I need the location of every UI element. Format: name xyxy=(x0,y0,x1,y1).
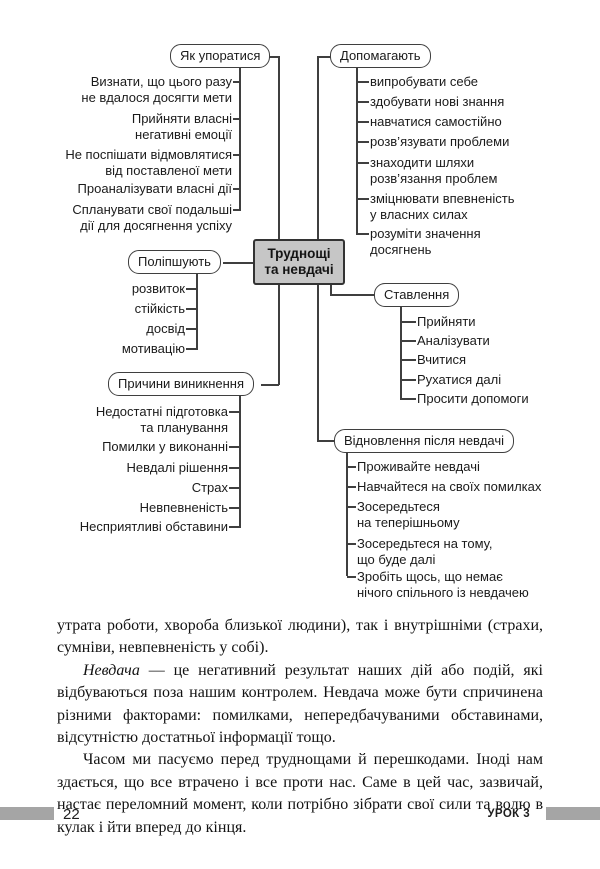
branch-box-cope: Як упоратися xyxy=(170,44,271,68)
paragraph-text: — це негативний результат наших дій або … xyxy=(57,661,543,747)
branch-box-attitude: Ставлення xyxy=(374,283,460,307)
branch-item: мотивацію xyxy=(121,341,199,356)
lesson-label: УРОК 3 xyxy=(487,808,530,820)
branch-spine xyxy=(346,453,348,576)
branch-item: Проживайте невдачі xyxy=(347,459,480,474)
branch-item: Страх xyxy=(191,480,242,495)
branch-item: Несприятливі обставини xyxy=(79,519,242,534)
branch-item: досвід xyxy=(146,321,198,336)
body-text: утрата роботи, хвороба близької людини),… xyxy=(57,615,543,839)
connector-line xyxy=(261,384,279,386)
connector-line xyxy=(266,56,280,58)
paragraph: Невдача — це негативний результат наших … xyxy=(57,660,543,750)
branch-item: зміцнювати впевненість у власних силах xyxy=(355,191,515,222)
branch-item: знаходити шляхи розв’язання проблем xyxy=(355,155,498,186)
connector-line xyxy=(317,283,319,441)
footer-bar-right xyxy=(546,807,600,820)
branch-item: здобувати нові знання xyxy=(355,94,505,109)
branch-item: Прийняти власні негативні емоції xyxy=(131,111,242,142)
connector-line xyxy=(317,56,319,240)
branch-spine xyxy=(400,307,402,398)
connector-line xyxy=(317,440,335,442)
paragraph: Часом ми пасуємо перед труднощами й пере… xyxy=(57,751,543,836)
connector-line xyxy=(278,283,280,385)
branch-spine xyxy=(356,67,358,233)
branch-item: Недостатні підготовка та планування xyxy=(95,404,242,435)
branch-item: навчатися самостійно xyxy=(356,114,502,129)
connector-line xyxy=(317,56,331,58)
branch-item: Зробіть щось, що немає нічого спільного … xyxy=(347,569,529,600)
connector-line xyxy=(223,262,254,264)
branch-spine xyxy=(239,67,241,209)
branch-box-causes: Причини виникнення xyxy=(108,372,255,396)
branch-item: розуміти значення досягнень xyxy=(356,226,481,257)
paragraph: утрата роботи, хвороба близької людини),… xyxy=(57,617,543,657)
branch-item: Зосередьтеся на тому, що буде далі xyxy=(346,536,493,567)
branch-item: Зосередьтеся на теперішньому xyxy=(347,499,460,530)
page-number: 22 xyxy=(63,806,80,823)
connector-line xyxy=(330,283,332,295)
branch-item: розв’язувати проблеми xyxy=(355,134,510,149)
branch-item: Помилки у виконанні xyxy=(102,439,241,454)
branch-item: Аналізувати xyxy=(400,333,490,348)
branch-item: розвиток xyxy=(131,281,199,296)
term-italic: Невдача xyxy=(83,661,140,679)
branch-item: випробувати себе xyxy=(356,74,478,89)
branch-spine xyxy=(196,274,198,348)
branch-item: Невпевненість xyxy=(139,500,242,515)
branch-spine xyxy=(239,396,241,526)
branch-item: Прийняти xyxy=(400,314,476,329)
connector-line xyxy=(278,56,280,240)
branch-item: Спланувати свої подальші дії для досягне… xyxy=(72,202,241,233)
branch-item: Проаналізувати власні дії xyxy=(77,181,242,196)
branch-item: Визнати, що цього разу не вдалося досягт… xyxy=(81,74,241,105)
branch-item: Не поспішати відмовлятися від поставлено… xyxy=(65,147,241,178)
branch-item: Рухатися далі xyxy=(399,372,502,387)
branch-box-improve: Поліпшують xyxy=(128,250,221,274)
branch-item: стійкість xyxy=(134,301,199,316)
central-topic-box: Труднощі та невдачі xyxy=(253,239,345,285)
branch-item: Просити допомоги xyxy=(400,391,529,406)
footer-bar-left xyxy=(0,807,54,820)
connector-line xyxy=(330,294,375,296)
branch-item: Навчайтеся на своїх помилках xyxy=(346,479,542,494)
branch-item: Невдалі рішення xyxy=(126,460,242,475)
branch-box-recovery: Відновлення після невдачі xyxy=(334,429,515,453)
branch-box-help: Допомагають xyxy=(330,44,431,68)
branch-item: Вчитися xyxy=(399,352,467,367)
